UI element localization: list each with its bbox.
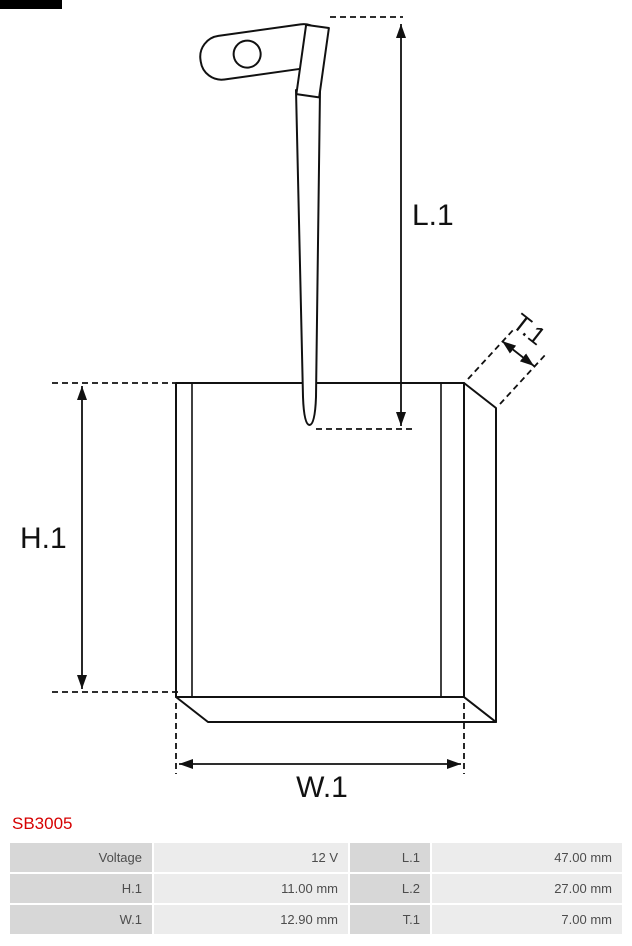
spec-value-l1: 47.00 mm [432,843,622,872]
spec-value-l2: 27.00 mm [432,874,622,903]
lead-wire [295,89,321,426]
spec-label-l2: L.2 [350,874,430,903]
spec-label-h1: H.1 [10,874,152,903]
spec-label-voltage: Voltage [10,843,152,872]
spec-row: W.1 12.90 mm T.1 7.00 mm [10,905,622,934]
extension-line-t1-back [499,353,547,405]
logo-fragment [0,0,62,9]
spec-row: Voltage 12 V L.1 47.00 mm [10,843,622,872]
spec-value-h1: 11.00 mm [154,874,348,903]
l1-dimension-label: L.1 [412,199,454,232]
spec-value-voltage: 12 V [154,843,348,872]
brush-body-side-face [463,382,497,723]
terminal-hole [232,39,262,69]
spec-value-t1: 7.00 mm [432,905,622,934]
brush-body-bottom-face [175,696,497,723]
h1-dimension-label: H.1 [20,522,67,555]
spec-row: H.1 11.00 mm L.2 27.00 mm [10,874,622,903]
spec-label-t1: T.1 [350,905,430,934]
part-number: SB3005 [12,814,73,833]
brush-body-front-face [175,382,465,698]
brush-technical-diagram: L.1 H.1 W.1 T.1 [20,16,551,804]
t1-dimension-label: T.1 [507,308,551,351]
w1-dimension-label: W.1 [296,771,348,804]
terminal-crimp [295,23,330,99]
spec-value-w1: 12.90 mm [154,905,348,934]
specs-table: Voltage 12 V L.1 47.00 mm H.1 11.00 mm L… [8,841,624,936]
spec-label-w1: W.1 [10,905,152,934]
extension-line-t1-front [467,328,515,380]
spec-label-l1: L.1 [350,843,430,872]
t1-dimension-line [501,340,535,367]
terminal-lug [199,23,326,81]
